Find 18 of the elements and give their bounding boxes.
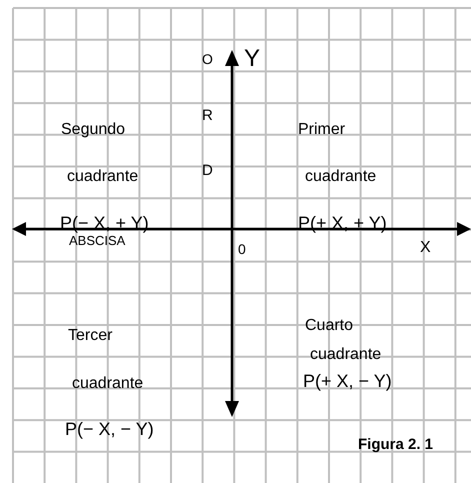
quadrant-label: Primer xyxy=(298,122,346,138)
quadrant-label: Tercer xyxy=(68,328,112,344)
figure-caption: Figura 2. 1 xyxy=(358,437,434,452)
quadrant-label: cuadrante xyxy=(72,376,144,392)
quadrant-label: cuadrante xyxy=(305,169,376,185)
quadrant-label: cuadrante xyxy=(67,169,138,185)
origin-label: 0 xyxy=(238,242,246,256)
axis-letter: R xyxy=(202,108,213,123)
axis-label: Y xyxy=(244,47,260,71)
axis-letter: O xyxy=(202,52,213,66)
coordinate-sign: P(− X, − Y) xyxy=(65,420,154,438)
axis-label: ABSCISA xyxy=(69,234,126,247)
quadrant-label: Cuarto xyxy=(305,318,354,334)
axis-label: X xyxy=(420,240,431,256)
quadrant-label: Segundo xyxy=(61,122,126,138)
axis-letter: D xyxy=(202,163,213,178)
quadrant-label: cuadrante xyxy=(310,347,382,363)
coordinate-sign: P(+ X, − Y) xyxy=(303,372,392,390)
